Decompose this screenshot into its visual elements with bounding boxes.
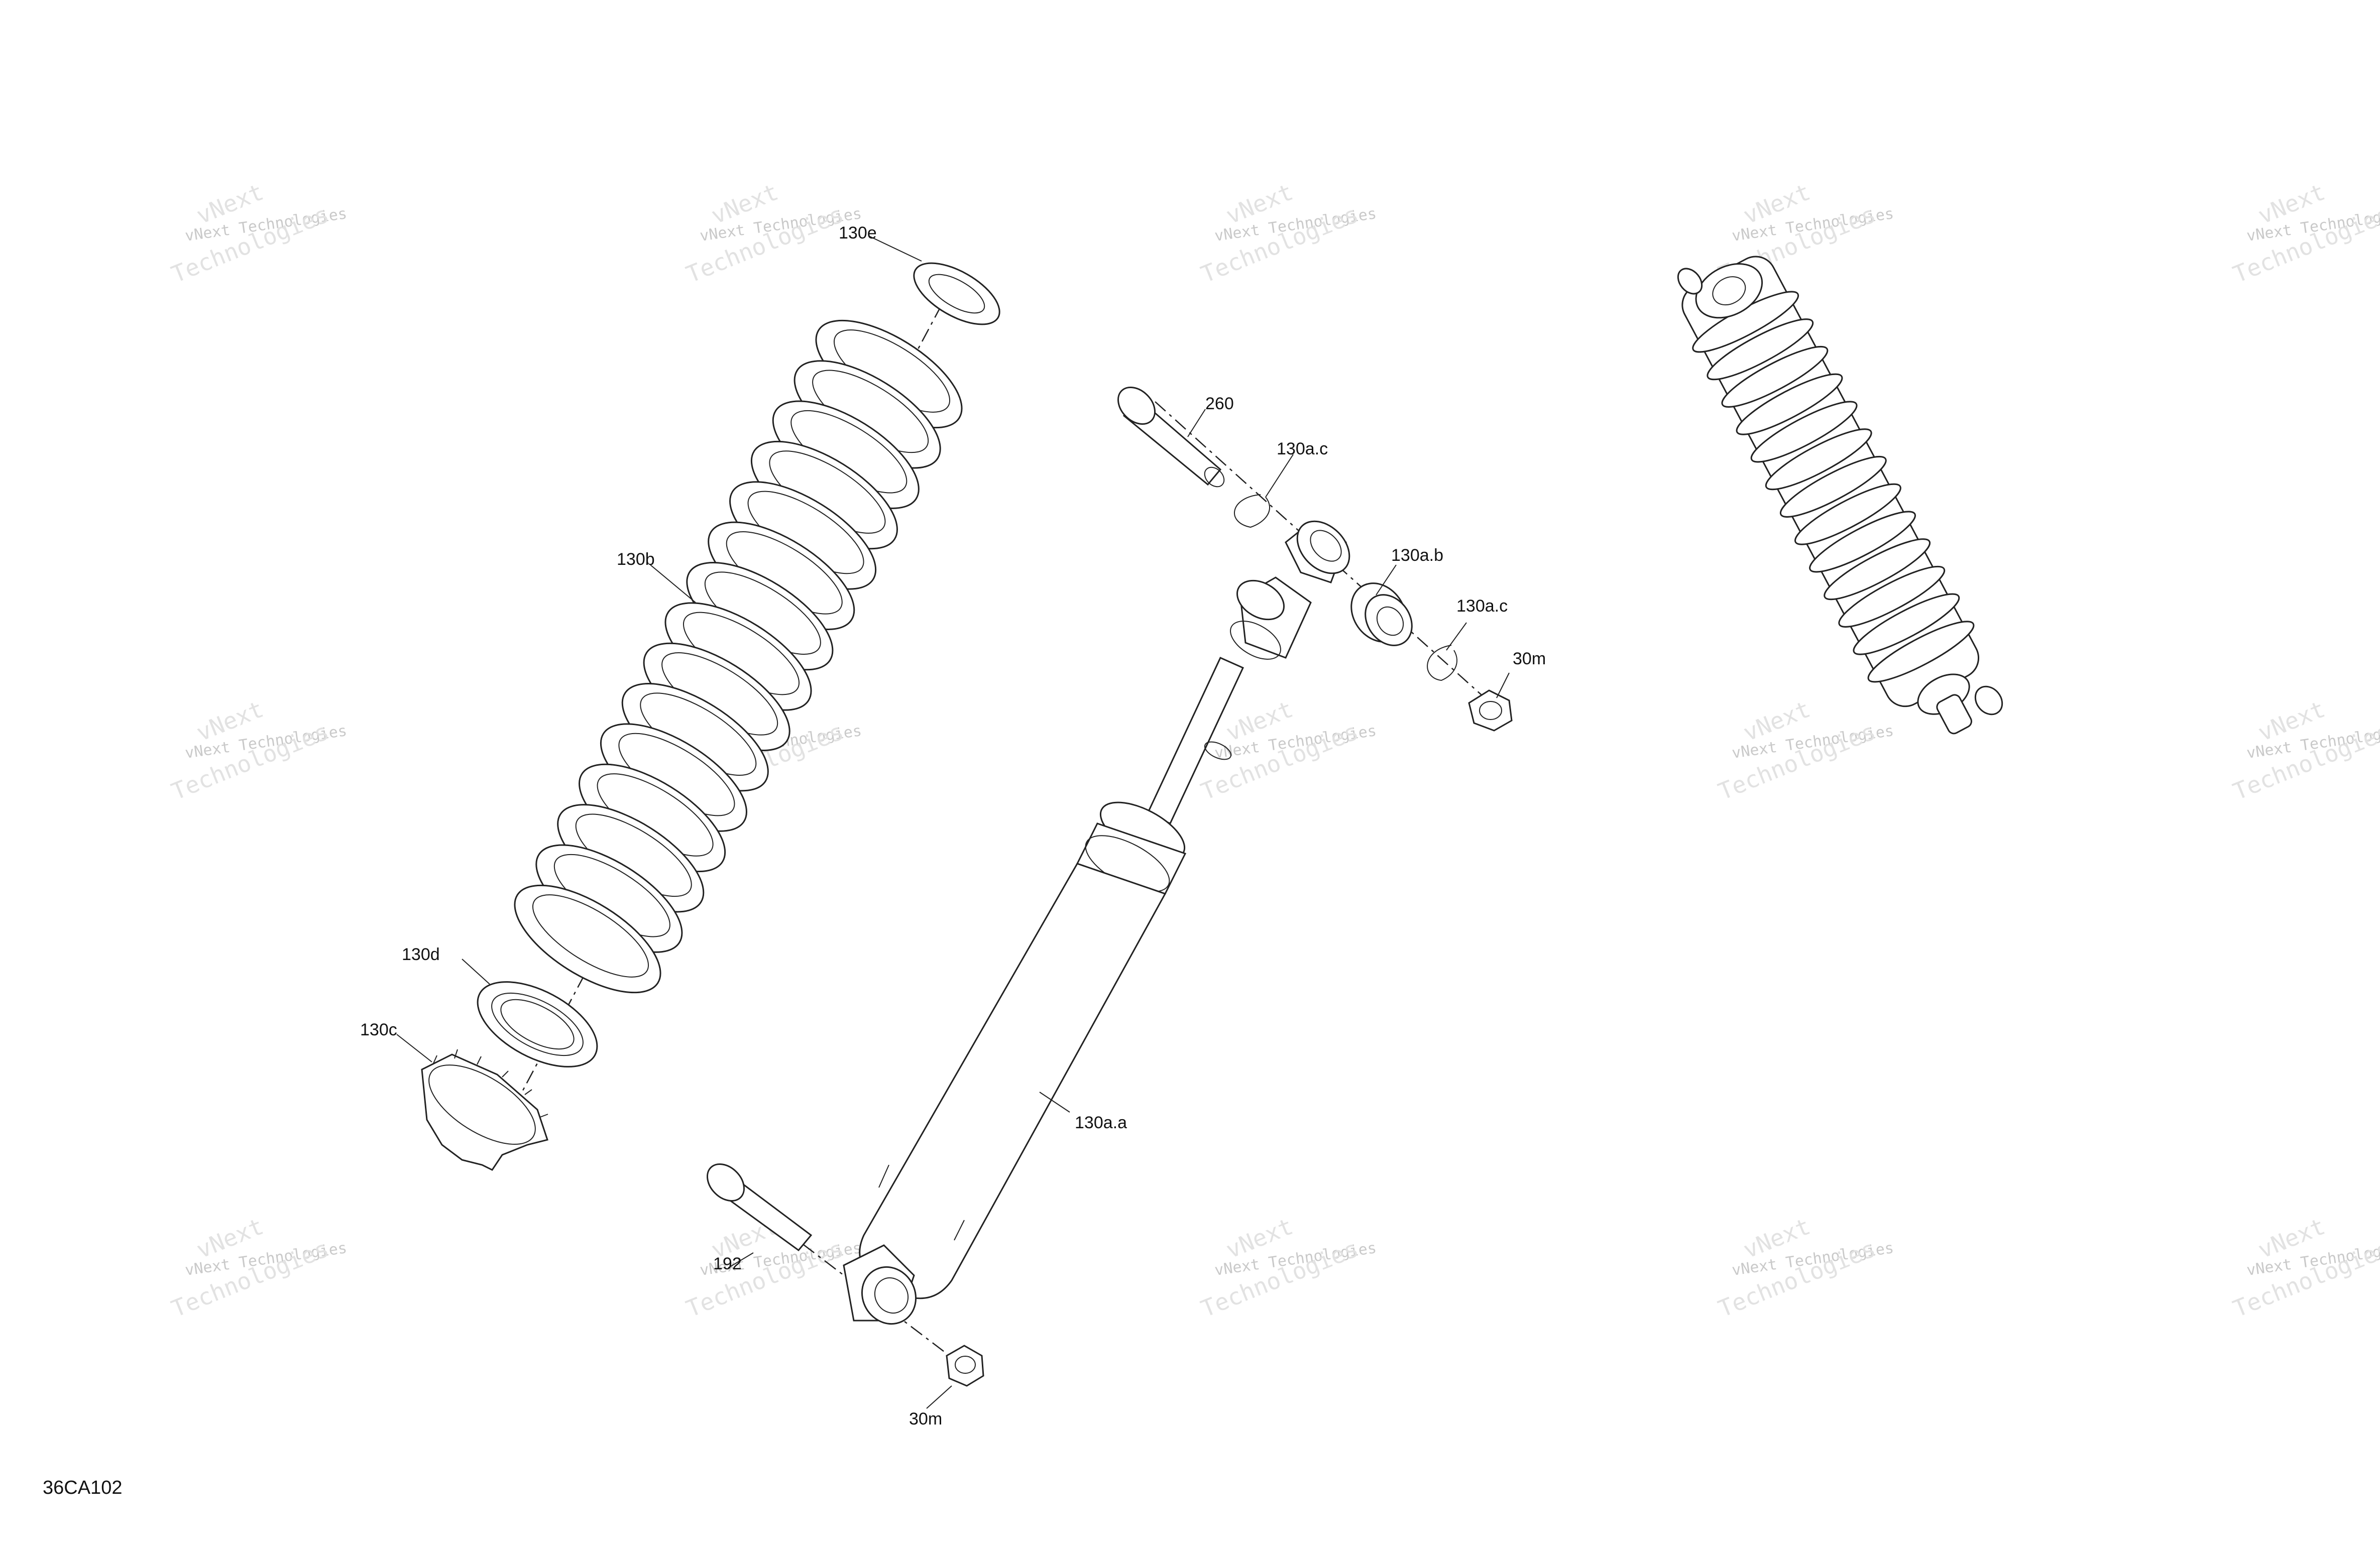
spring-retainer-130e — [913, 262, 1000, 325]
callout-130c: 130c — [360, 1020, 397, 1039]
spring-coil — [514, 884, 661, 994]
callout-192: 192 — [713, 1254, 742, 1273]
bolt-260 — [1117, 387, 1225, 488]
svg-text:Technologies: Technologies — [683, 200, 847, 288]
spring-axis-line — [506, 281, 955, 1120]
nut-30m-bottom — [946, 1345, 984, 1387]
spring-adjuster-130c — [421, 1049, 548, 1171]
watermark: vNext Technologies vNext Technologies — [1715, 1213, 1895, 1323]
spring-seat-130d — [477, 981, 598, 1067]
nut-30m-top — [1468, 689, 1513, 732]
svg-text:Technologies: Technologies — [683, 1235, 847, 1323]
diagram-code: 36CA102 — [43, 1477, 122, 1498]
callout-130aa: 130a.a — [1075, 1113, 1127, 1132]
assembled-spring-coil — [1779, 455, 1887, 518]
shock-top-cap — [1230, 576, 1312, 660]
bolt-192 — [707, 1163, 813, 1252]
callout-130ac-top: 130a.c — [1277, 439, 1328, 458]
watermark: vNext Technologies vNext Technologies — [2229, 695, 2380, 805]
assembled-spring-coil — [1867, 621, 1975, 683]
assembled-spring-coil — [1824, 538, 1931, 601]
watermark: vNext Technologies vNext Technologies — [168, 1213, 348, 1323]
svg-text:Technologies: Technologies — [1197, 200, 1362, 288]
watermark: vNext Technologies vNext Technologies — [1197, 178, 1378, 288]
shock-upper-eye — [1285, 520, 1350, 583]
svg-text:Technologies: Technologies — [1197, 718, 1362, 805]
leader-lines — [396, 235, 1510, 1409]
assembled-shock-view — [1677, 256, 2003, 735]
bushing-130ab — [1350, 582, 1413, 646]
shock-body-130aa — [859, 863, 1167, 1299]
watermark: vNext Technologies vNext Technologies — [168, 695, 348, 805]
svg-text:Technologies: Technologies — [168, 1235, 332, 1323]
circlip-130ac-top — [1234, 494, 1271, 528]
svg-text:Technologies: Technologies — [1197, 1235, 1362, 1323]
shock-absorber-assembly — [707, 387, 1513, 1387]
shock-lower-eye — [843, 1244, 917, 1325]
callout-260: 260 — [1205, 394, 1234, 413]
assembled-spring-coil — [1707, 318, 1814, 381]
svg-text:Technologies: Technologies — [1715, 718, 1879, 805]
callout-130b: 130b — [617, 550, 655, 569]
callout-130d: 130d — [402, 945, 440, 964]
callout-30m-bottom: 30m — [909, 1409, 942, 1429]
watermark: vNext Technologies vNext Technologies — [2229, 1213, 2380, 1323]
shock-body-collar — [1076, 801, 1187, 895]
coil-spring-130b — [514, 319, 963, 994]
callout-30m-top: 30m — [1513, 649, 1546, 668]
svg-text:Technologies: Technologies — [1715, 1235, 1879, 1323]
assembled-spring-coil — [1853, 593, 1960, 655]
top-mount-axis — [1155, 401, 1502, 714]
watermark: vNext Technologies vNext Technologies — [2229, 178, 2380, 288]
assembled-spring-coil — [1721, 345, 1829, 408]
shock-shaft — [1146, 657, 1244, 824]
callout-labels: 130e 130b 130d 130c 260 130a.c 130a.b 13… — [360, 223, 1546, 1429]
assembled-spring-coil — [1750, 401, 1858, 463]
assembled-spring-coil — [1765, 428, 1872, 491]
assembled-spring-coil — [1809, 511, 1916, 573]
callout-130ac-mid: 130a.c — [1456, 597, 1508, 616]
callout-130ab: 130a.b — [1391, 546, 1443, 565]
callout-130e: 130e — [839, 223, 877, 243]
watermark: vNext Technologies vNext Technologies — [168, 178, 348, 288]
spring-coil-inner — [532, 894, 649, 978]
svg-text:Technologies: Technologies — [168, 200, 332, 288]
coil-spring-assembly — [421, 262, 1000, 1171]
assembled-spring-coil — [1838, 565, 1946, 628]
watermark: vNext Technologies vNext Technologies — [1197, 1213, 1378, 1323]
assembled-spring-coil — [1794, 483, 1901, 545]
circlip-130ac-mid — [1427, 645, 1457, 681]
watermark: vNext Technologies vNext Technologies — [1715, 695, 1895, 805]
assembled-spring-coil — [1736, 373, 1843, 435]
svg-text:Technologies: Technologies — [168, 718, 332, 805]
